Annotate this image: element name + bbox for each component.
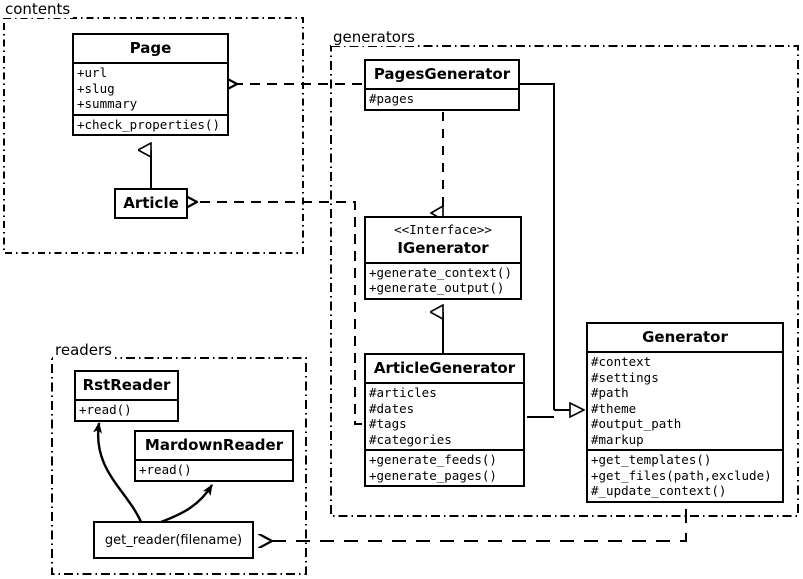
class-mardown-reader-operations: +read() — [136, 461, 292, 480]
class-generator[interactable]: Generator #context #settings #path #them… — [586, 322, 784, 503]
class-rst-reader-header: RstReader — [76, 372, 177, 401]
class-article[interactable]: Article — [114, 188, 188, 219]
attribute-theme: #theme — [591, 400, 637, 416]
class-igenerator[interactable]: <<Interface>> IGenerator +generate_conte… — [364, 216, 522, 300]
attribute-articles: #articles — [369, 385, 437, 400]
class-pages-generator-name: PagesGenerator — [373, 65, 511, 83]
operation-check-properties: +check_properties() — [77, 116, 220, 132]
attribute-dates: #dates — [369, 400, 415, 416]
class-mardown-reader-name: MardownReader — [144, 436, 284, 454]
attribute-settings: #settings — [591, 369, 659, 385]
operation-generate-feeds: +generate_feeds() — [369, 452, 497, 467]
relation-articlegenerator-to-article — [197, 202, 362, 425]
attribute-slug: +slug — [77, 80, 115, 96]
class-article-generator-name: ArticleGenerator — [373, 359, 516, 377]
class-pages-generator-attributes: #pages — [366, 90, 518, 109]
class-generator-operations: +get_templates() +get_files(path,exclude… — [588, 449, 782, 501]
attribute-output-path: #output_path — [591, 416, 682, 431]
relation-getreader-to-mardownreader — [160, 484, 214, 524]
operation-generate-context: +generate_context() — [369, 264, 512, 280]
attribute-summary: +summary — [77, 96, 138, 111]
class-generator-name: Generator — [642, 328, 728, 346]
operation-update-context: #_update_context() — [591, 483, 727, 498]
class-generator-header: Generator — [588, 324, 782, 353]
operation-generate-pages: +generate_pages() — [369, 467, 497, 483]
operation-get-templates: +get_templates() — [591, 452, 712, 467]
attribute-pages: #pages — [369, 91, 415, 106]
class-page-name: Page — [129, 39, 172, 57]
attribute-url: +url — [77, 65, 108, 80]
class-mardown-reader-header: MardownReader — [136, 432, 292, 461]
relation-generators-to-generator — [519, 83, 584, 418]
class-mardown-reader[interactable]: MardownReader +read() — [134, 430, 294, 482]
attribute-path: #path — [591, 385, 629, 400]
attribute-markup: #markup — [591, 431, 644, 447]
operation-get-files: +get_files(path,exclude) — [591, 467, 772, 483]
class-pages-generator-header: PagesGenerator — [366, 61, 518, 90]
class-article-name: Article — [123, 194, 179, 212]
class-rst-reader-name: RstReader — [82, 376, 171, 394]
package-label-contents: contents — [3, 0, 74, 18]
class-igenerator-stereotype: <<Interface>> — [394, 222, 492, 237]
class-article-generator-attributes: #articles #dates #tags #categories — [366, 384, 523, 449]
function-get-reader-label: get_reader(filename) — [104, 532, 243, 548]
operation-mardown-read: +read() — [139, 462, 192, 477]
class-igenerator-name: IGenerator — [397, 238, 489, 257]
package-label-readers: readers — [53, 341, 115, 359]
class-article-generator-operations: +generate_feeds() +generate_pages() — [366, 449, 523, 485]
class-article-generator-header: ArticleGenerator — [366, 355, 523, 384]
class-article-header: Article — [116, 190, 186, 217]
class-igenerator-header: <<Interface>> IGenerator — [366, 218, 520, 264]
class-page-attributes: +url +slug +summary — [74, 64, 227, 114]
class-generator-attributes: #context #settings #path #theme #output_… — [588, 353, 782, 449]
package-label-generators: generators — [331, 28, 418, 46]
function-get-reader[interactable]: get_reader(filename) — [93, 521, 254, 559]
class-rst-reader[interactable]: RstReader +read() — [74, 370, 179, 422]
operation-generate-output: +generate_output() — [369, 280, 505, 296]
attribute-context: #context — [591, 354, 652, 369]
class-page[interactable]: Page +url +slug +summary +check_properti… — [72, 33, 229, 136]
class-article-generator[interactable]: ArticleGenerator #articles #dates #tags … — [364, 353, 525, 487]
class-page-header: Page — [74, 35, 227, 64]
class-rst-reader-operations: +read() — [76, 401, 177, 420]
attribute-tags: #tags — [369, 416, 407, 431]
attribute-categories: #categories — [369, 431, 452, 447]
class-pages-generator[interactable]: PagesGenerator #pages — [364, 59, 520, 111]
operation-rst-read: +read() — [79, 402, 132, 417]
relation-generator-to-getreader — [272, 509, 687, 541]
class-page-operations: +check_properties() — [74, 113, 227, 135]
class-igenerator-operations: +generate_context() +generate_output() — [366, 264, 520, 298]
